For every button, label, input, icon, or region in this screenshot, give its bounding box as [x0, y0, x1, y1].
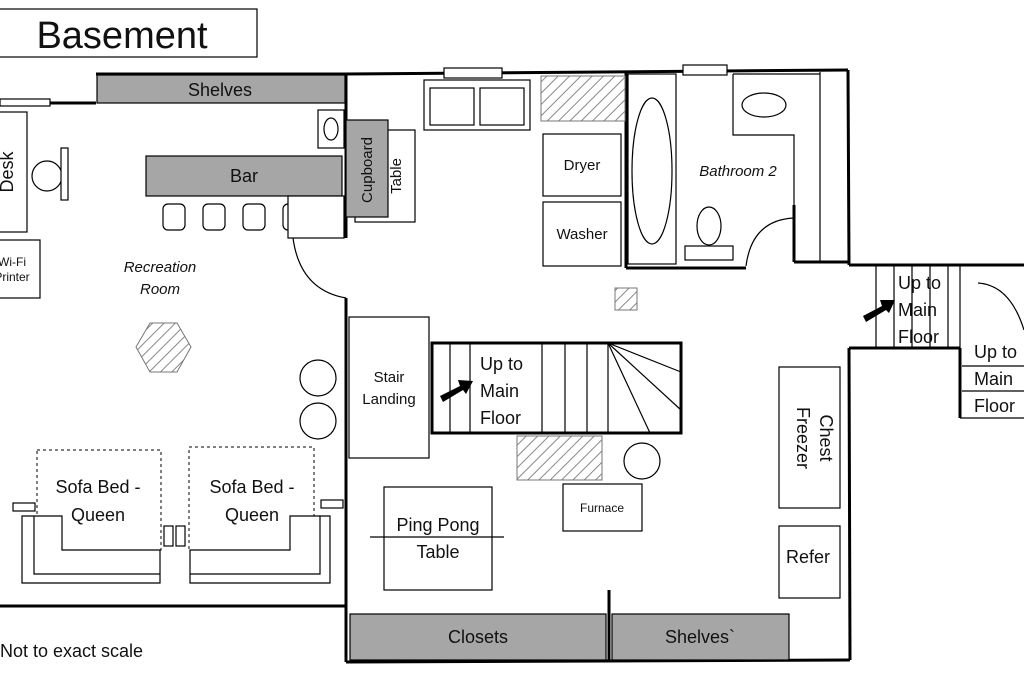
stair-landing-label-2: Landing [362, 391, 415, 408]
main-stairs [430, 341, 683, 435]
bar-label: Bar [230, 166, 258, 186]
far-right-label-2: Main [974, 369, 1013, 389]
desk-chair [31, 160, 63, 192]
hatched-area-top [540, 75, 626, 122]
shelves-bottom [611, 613, 790, 661]
door-swing-right [977, 282, 1024, 331]
side-table-label: Table [388, 158, 405, 194]
arrow-up-icon-right [863, 300, 895, 322]
wifi-printer [0, 239, 41, 299]
cupboard-label: Cupboard [359, 137, 376, 203]
title-box [0, 8, 258, 58]
furnace-label: Furnace [580, 501, 624, 515]
bar [145, 155, 343, 197]
cupboard [345, 119, 389, 218]
right-stairs-label-3: Floor [898, 327, 939, 347]
far-right-label-1: Up to [974, 342, 1017, 362]
shelves-bottom-label: Shelves` [665, 627, 735, 647]
wifi-printer-label-1: Wi-Fi [0, 255, 26, 269]
furnace [562, 483, 643, 532]
sofa-bed-1-label-2: Queen [71, 505, 125, 525]
ping-pong-table [383, 486, 493, 591]
far-right-stairs [962, 365, 1024, 392]
sofa-bed-1 [12, 449, 162, 584]
closets-label: Closets [448, 627, 508, 647]
utility-sink [423, 79, 531, 131]
sofa-bed-2-label-1: Sofa Bed - [209, 477, 294, 497]
plan-title: Basement [36, 15, 208, 57]
washer-label: Washer [556, 226, 607, 243]
water-heater [623, 442, 661, 480]
end-table-2 [175, 525, 186, 547]
scale-note: Not to exact scale [0, 641, 143, 661]
refrigerator [778, 525, 841, 599]
desk [0, 111, 28, 233]
closets [349, 613, 607, 661]
door-swing-bathroom [745, 217, 795, 267]
hexagon-table [135, 322, 192, 373]
bar-sink [317, 109, 345, 149]
round-side-table-1 [299, 359, 337, 397]
desk-lamp [60, 147, 69, 201]
dryer [542, 133, 622, 197]
stairs-label-1: Up to [480, 354, 523, 374]
hatched-area-stairs [516, 435, 603, 481]
desk-label: Desk [0, 150, 17, 192]
ping-pong-label-1: Ping Pong [396, 515, 479, 535]
end-table-1 [163, 525, 174, 547]
washer [542, 201, 622, 267]
chest-freezer-label-1: Chest [816, 414, 836, 461]
bar-counter [287, 195, 345, 239]
wifi-printer-label-2: Printer [0, 270, 30, 284]
sofa-bed-1-label-1: Sofa Bed - [55, 477, 140, 497]
stair-landing-label-1: Stair [374, 369, 405, 386]
far-right-label-3: Floor [974, 396, 1015, 416]
sofa-bed-2 [188, 446, 344, 584]
shelves-top [96, 74, 346, 104]
refrigerator-label: Refer [786, 547, 830, 567]
arrow-up-icon [440, 380, 473, 402]
sofa-bed-2-label-2: Queen [225, 505, 279, 525]
stair-landing [348, 316, 430, 459]
shelves-top-label: Shelves [188, 80, 252, 100]
chest-freezer-label-2: Freezer [793, 407, 813, 469]
hatched-post [614, 287, 638, 311]
bar-stools [162, 203, 306, 231]
right-stairs [875, 265, 949, 348]
chest-freezer [778, 366, 841, 509]
stairs-label-2: Main [480, 381, 519, 401]
right-stairs-label-1: Up to [898, 273, 941, 293]
ping-pong-label-2: Table [416, 542, 459, 562]
recreation-label-1: Recreation [124, 259, 197, 276]
stairs-label-3: Floor [480, 408, 521, 428]
dryer-label: Dryer [564, 157, 601, 174]
bathroom [627, 72, 821, 265]
bathroom-label: Bathroom 2 [699, 163, 777, 180]
right-stairs-label-2: Main [898, 300, 937, 320]
door-swing-recreation [292, 237, 347, 299]
recreation-label-2: Room [140, 281, 180, 298]
round-side-table-2 [299, 402, 337, 440]
